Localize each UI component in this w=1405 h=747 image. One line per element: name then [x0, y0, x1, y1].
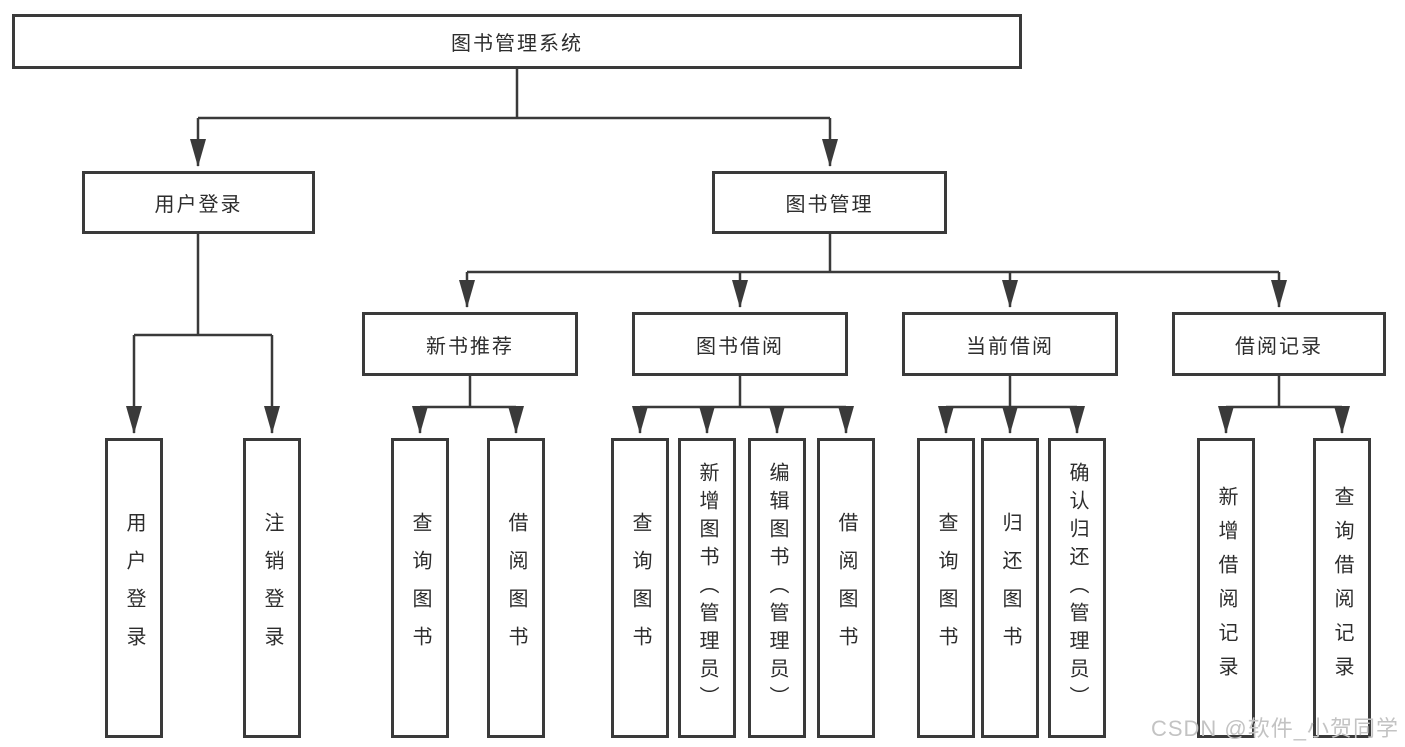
leaf-user-login-label: 用户登录: [123, 512, 145, 664]
leaf-query-books-1: 查询图书: [391, 438, 449, 738]
leaf-confirm-return-admin-label: 确认归还（管理员）: [1066, 462, 1088, 714]
csdn-watermark: CSDN @软件_小贺同学: [1150, 716, 1399, 741]
leaf-add-borrow-record-label: 新增借阅记录: [1215, 486, 1237, 690]
leaf-query-borrow-record-label: 查询借阅记录: [1331, 486, 1353, 690]
node-user-login: 用户登录: [82, 171, 315, 234]
leaf-borrow-books-2-label: 借阅图书: [835, 512, 857, 664]
leaf-borrow-books-1-label: 借阅图书: [505, 512, 527, 664]
node-current-borrowing: 当前借阅: [902, 312, 1118, 376]
node-current-borrowing-label: 当前借阅: [966, 335, 1054, 358]
leaf-edit-books-admin-label: 编辑图书（管理员）: [766, 462, 788, 714]
leaf-query-books-2-label: 查询图书: [629, 512, 651, 664]
leaf-query-books-3-label: 查询图书: [935, 512, 957, 664]
leaf-logout-label: 注销登录: [261, 512, 283, 664]
node-user-login-label: 用户登录: [154, 194, 243, 216]
node-new-book-recommendation-label: 新书推荐: [426, 335, 514, 358]
node-root-label: 图书管理系统: [451, 33, 583, 55]
node-book-management: 图书管理: [712, 171, 947, 234]
leaf-return-books: 归还图书: [981, 438, 1039, 738]
node-root: 图书管理系统: [12, 14, 1022, 69]
leaf-query-books-2: 查询图书: [611, 438, 669, 738]
node-book-borrowing-label: 图书借阅: [696, 335, 784, 358]
node-borrowing-records: 借阅记录: [1172, 312, 1386, 376]
leaf-query-books-1-label: 查询图书: [409, 512, 431, 664]
leaf-add-books-admin: 新增图书（管理员）: [678, 438, 736, 738]
leaf-add-borrow-record: 新增借阅记录: [1197, 438, 1255, 738]
node-book-borrowing: 图书借阅: [632, 312, 848, 376]
leaf-logout: 注销登录: [243, 438, 301, 738]
node-book-management-label: 图书管理: [785, 194, 874, 216]
leaf-borrow-books-1: 借阅图书: [487, 438, 545, 738]
leaf-borrow-books-2: 借阅图书: [817, 438, 875, 738]
leaf-edit-books-admin: 编辑图书（管理员）: [748, 438, 806, 738]
node-new-book-recommendation: 新书推荐: [362, 312, 578, 376]
leaf-return-books-label: 归还图书: [999, 512, 1021, 664]
leaf-user-login: 用户登录: [105, 438, 163, 738]
leaf-query-borrow-record: 查询借阅记录: [1313, 438, 1371, 738]
leaf-add-books-admin-label: 新增图书（管理员）: [696, 462, 718, 714]
node-borrowing-records-label: 借阅记录: [1235, 335, 1323, 358]
leaf-query-books-3: 查询图书: [917, 438, 975, 738]
leaf-confirm-return-admin: 确认归还（管理员）: [1048, 438, 1106, 738]
